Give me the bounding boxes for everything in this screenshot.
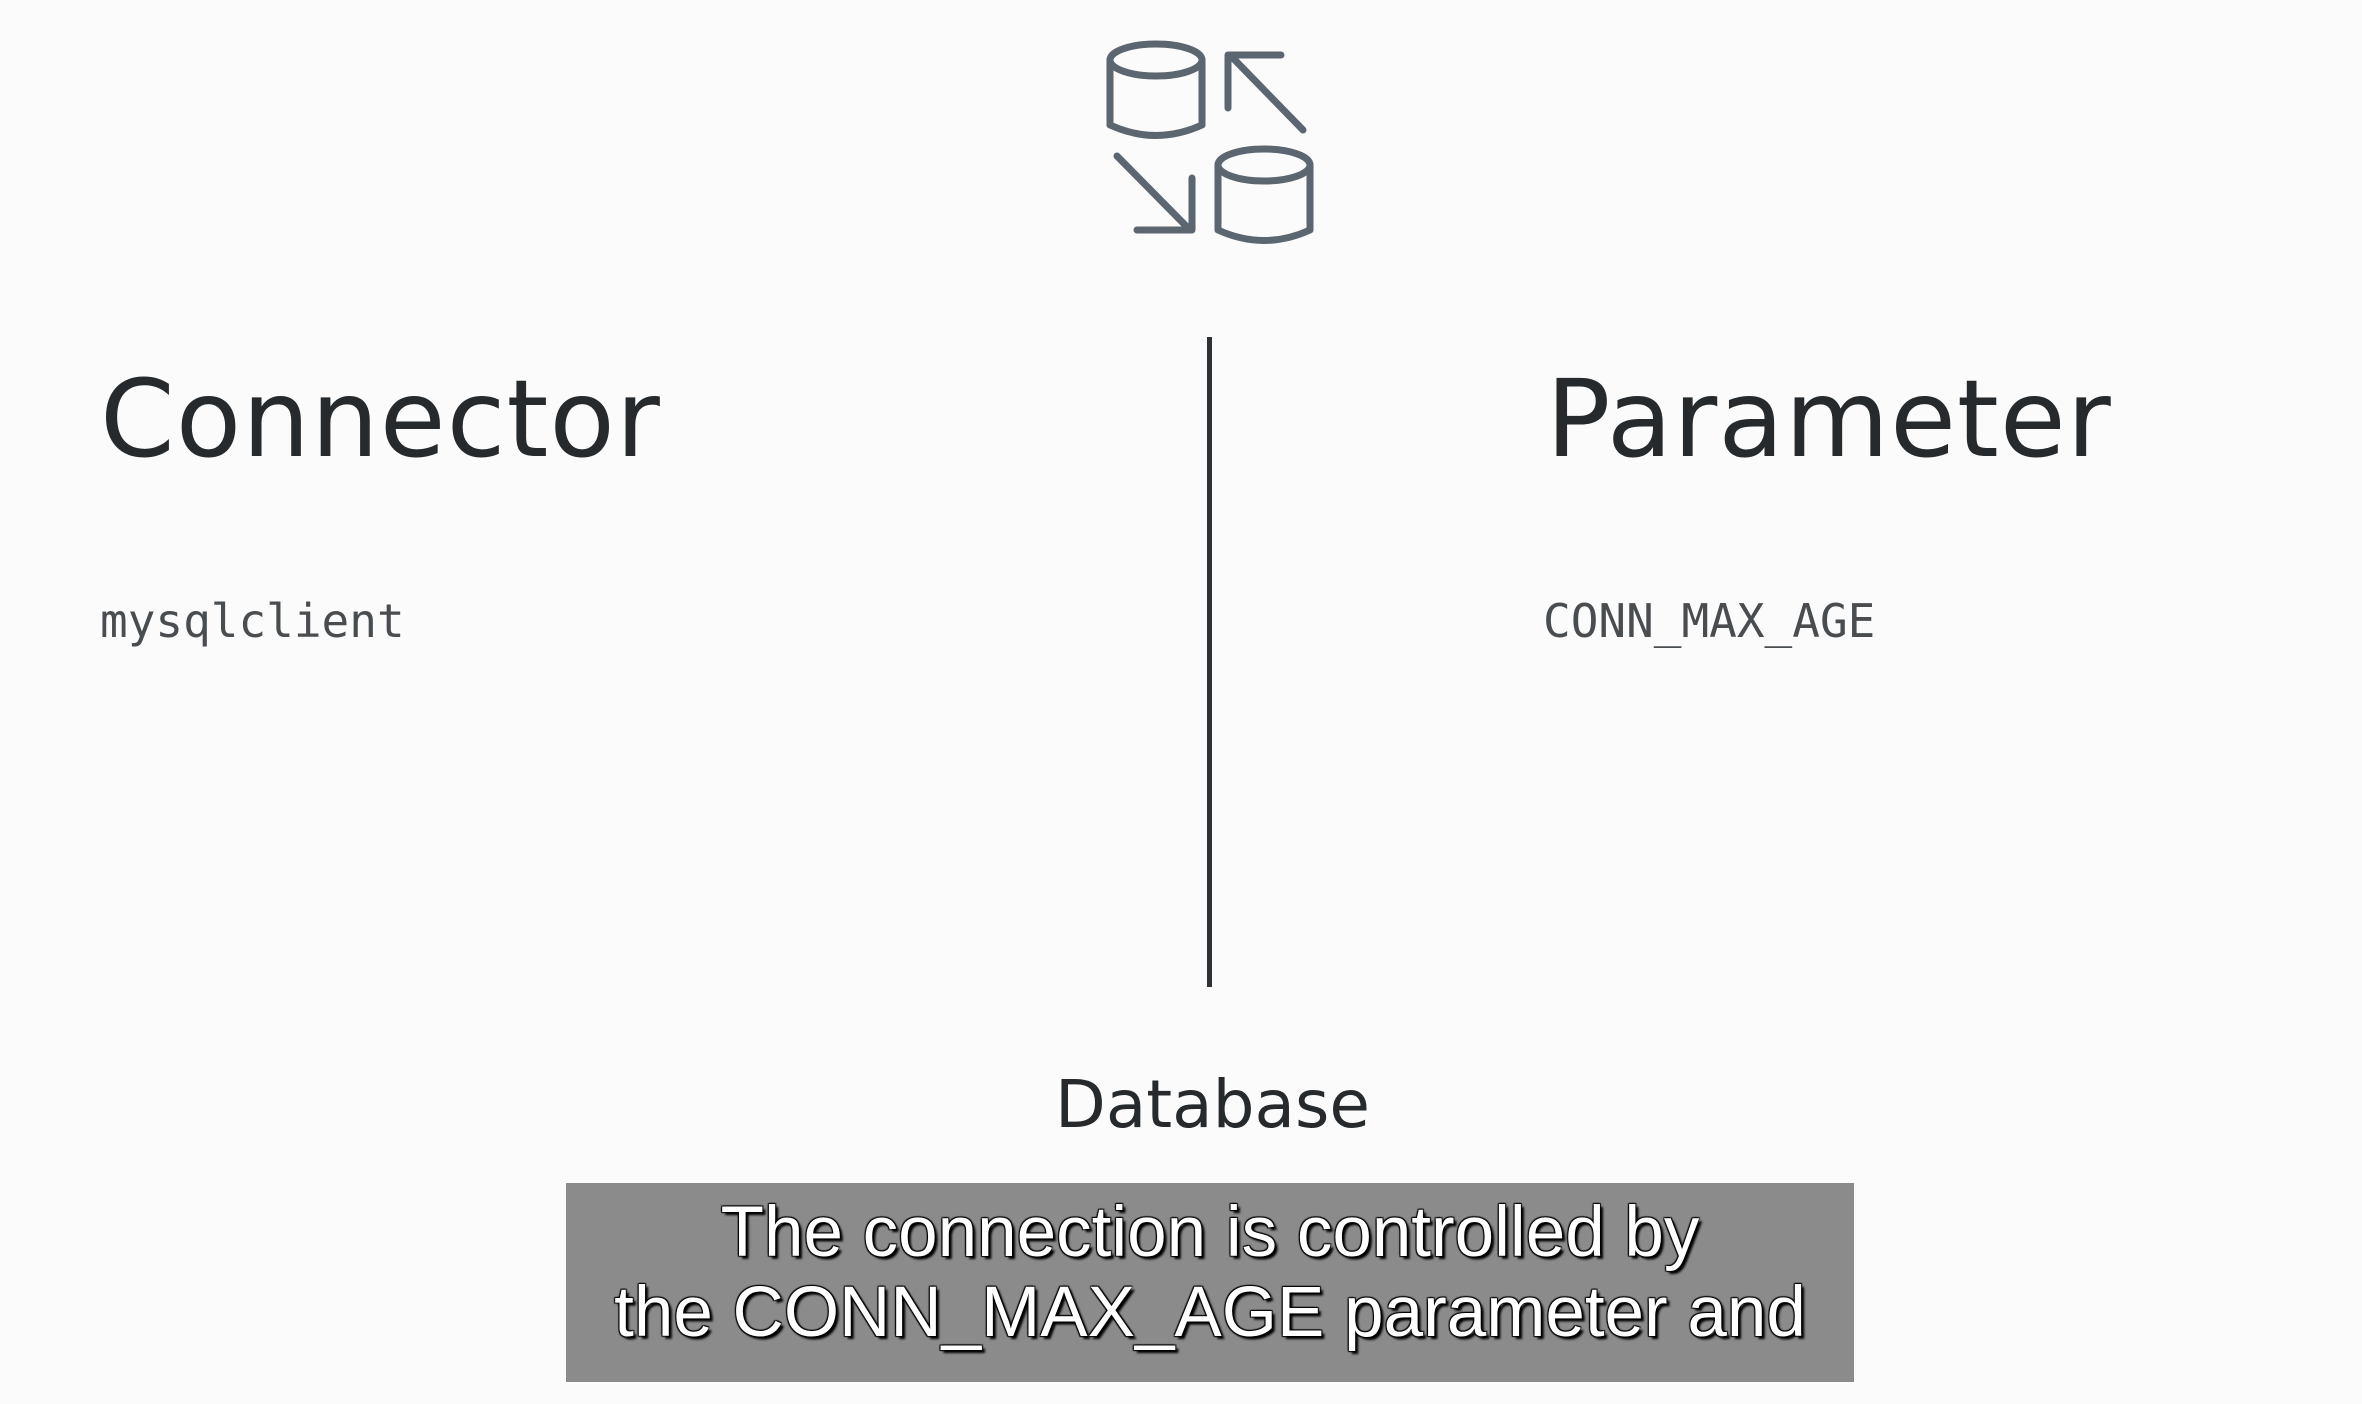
parameter-code-label: CONN_MAX_AGE (1543, 594, 1876, 648)
database-sync-icon (1106, 40, 1314, 244)
caption-line-1: The connection is controlled by (720, 1193, 1700, 1272)
connector-code-label: mysqlclient (100, 594, 405, 648)
parameter-heading: Parameter (1546, 358, 2112, 482)
vertical-divider (1207, 337, 1212, 987)
caption-line-2: the CONN_MAX_AGE parameter and (614, 1273, 1806, 1352)
subtitle-caption: The connection is controlled by the CONN… (566, 1183, 1854, 1382)
database-label: Database (1055, 1066, 1370, 1143)
connector-heading: Connector (100, 358, 661, 482)
